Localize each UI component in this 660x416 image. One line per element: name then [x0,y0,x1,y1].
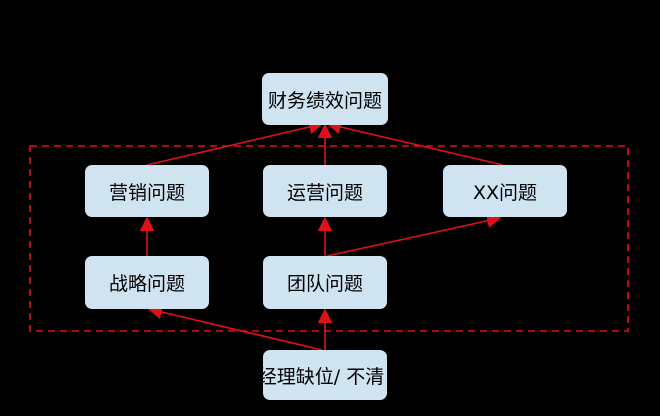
marketing-label: 营销问题 [108,181,185,204]
root-cause-node: 经理缺位/ 不清 [263,350,387,400]
strategy-label: 战略问题 [108,273,185,295]
team-label: 团队问题 [286,273,363,295]
dashed-group-frame [29,145,629,332]
arrow-marketing-to-financial [146,119,324,166]
arrow-xx-to-financial [326,119,504,166]
arrow-team-to-xx [326,213,502,257]
financial-performance-node: 财务绩效问题 [262,73,388,125]
team-node: 团队问题 [263,256,387,309]
arrow-root-to-strategy [147,304,323,351]
marketing-node: 营销问题 [85,165,209,217]
operations-label: 运营问题 [286,181,363,204]
strategy-node: 战略问题 [85,256,209,309]
operations-node: 运营问题 [263,165,387,217]
xx-node: XX问题 [443,165,567,217]
xx-label: XX问题 [472,181,538,204]
financial-performance-label: 财务绩效问题 [267,89,382,112]
root-cause-label: 经理缺位/ 不清 [263,365,385,388]
